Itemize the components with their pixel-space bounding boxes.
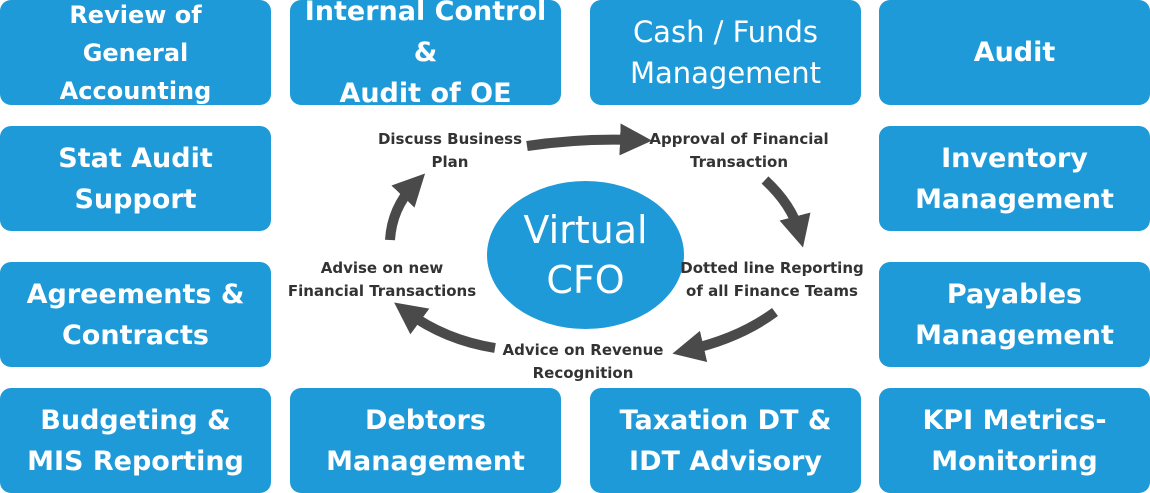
review-general-accounting-box: Review of General Accounting [0,0,271,105]
box-line: Audit of OE [339,78,512,109]
center-line: CFO [546,258,625,302]
label-line: Financial Transactions [287,282,477,300]
arrow-advise-to-discuss [385,173,426,241]
label-line: Advice on Revenue [502,341,664,359]
budgeting-box: Budgeting & MIS Reporting [0,388,271,493]
label-line: Transaction [689,153,789,171]
box-line: Internal Control & [304,0,547,68]
arrow-discuss-to-approval [526,123,652,156]
label-line: of all Finance Teams [686,282,858,300]
box-line: Debtors [365,404,486,436]
box-line: General Accounting [59,38,212,105]
agreements-box: Agreements & Contracts [0,262,271,367]
box-line: MIS Reporting [27,445,244,477]
box-line: Contracts [61,319,209,351]
box-line: IDT Advisory [629,445,822,477]
box-line: Taxation DT & [619,404,832,436]
label-line: Advise on new [320,259,444,277]
box-line: Support [74,183,197,215]
label-line: Recognition [532,364,634,382]
box-line: KPI Metrics- [922,404,1107,436]
box-line: Management [629,55,822,90]
taxation-box: Taxation DT & IDT Advisory [590,388,861,493]
label-line: Dotted line Reporting [680,259,864,277]
box-line: Management [915,319,1114,351]
box-line: Audit [973,37,1056,68]
internal-control-box: Internal Control & Audit of OE [290,0,561,109]
kpi-box: KPI Metrics- Monitoring [879,388,1150,493]
box-line: Stat Audit [58,142,213,174]
label-line: Plan [431,153,469,171]
box-line: Inventory [941,142,1088,174]
box-line: Management [915,183,1114,215]
box-line: Cash / Funds [632,14,819,49]
arrow-revenue-to-advise [394,302,496,353]
arrow-dotted-to-revenue [672,307,778,362]
audit-box: Audit [879,0,1150,105]
box-line: Review of [69,0,202,29]
center-line: Virtual [523,208,648,252]
box-line: Agreements & [26,278,245,310]
box-line: Payables [946,278,1083,310]
label-line: Approval of Financial [649,130,829,148]
box-line: Monitoring [931,445,1098,477]
arrow-approval-to-dotted [761,176,811,248]
box-line: Budgeting & [40,404,231,436]
box-line: Management [326,445,525,477]
label-dotted-line-reporting: Dotted line Reporting of all Finance Team… [680,257,863,303]
label-line: Discuss Business [377,130,523,148]
